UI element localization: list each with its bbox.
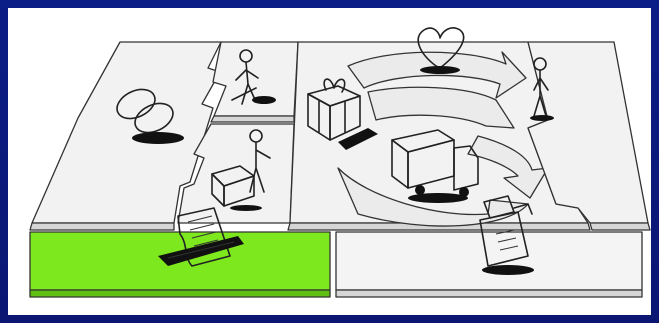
business-model-canvas-illustration	[8, 8, 651, 315]
key-activities-block	[211, 42, 298, 122]
canvas-drawing	[8, 8, 651, 315]
